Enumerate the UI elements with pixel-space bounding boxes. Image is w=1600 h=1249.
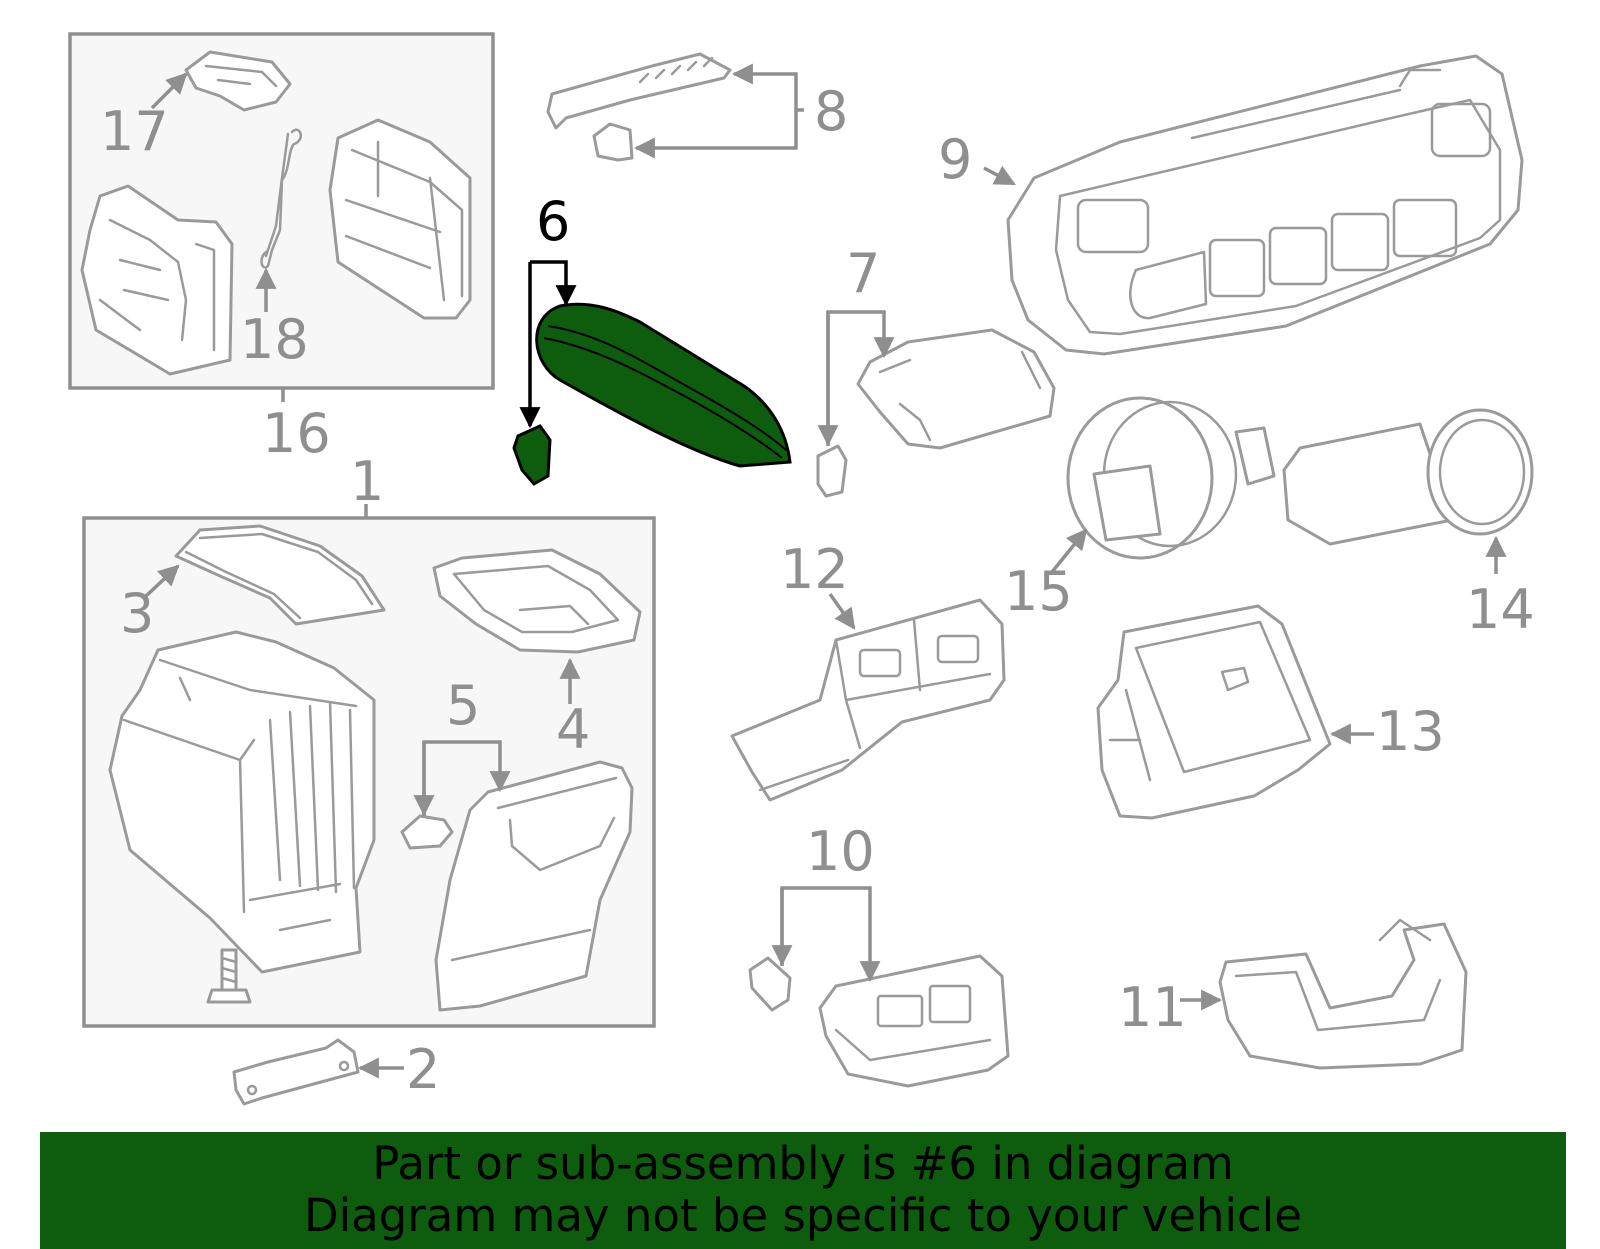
part-6-armrest[interactable] [535,302,792,468]
part-8-rail[interactable] [546,52,732,130]
part-10-clip[interactable] [748,956,792,1012]
housing-right[interactable] [328,118,472,320]
leader-12 [828,592,856,630]
leader-9 [983,165,1016,186]
part-17-bracket[interactable] [184,50,292,112]
callout-13: 13 [1376,700,1445,763]
part-11-trim[interactable] [1218,918,1468,1070]
part-10-switch-panel[interactable] [818,954,1010,1088]
callout-2: 2 [406,1038,440,1101]
callout-17: 17 [100,100,169,163]
callout-8: 8 [814,80,848,143]
callout-9: 9 [938,128,972,191]
part-12-usb-module[interactable] [730,598,1006,802]
part-1-console-body[interactable] [108,630,376,974]
part-13-charger[interactable] [1096,604,1332,820]
callout-5: 5 [446,674,480,737]
callout-10: 10 [806,820,875,883]
leader-8 [731,63,804,112]
leader-6a [530,260,577,307]
callout-6: 6 [536,190,570,253]
part-7-cover[interactable] [856,328,1056,450]
part-15-outlet[interactable] [1066,396,1276,560]
callout-4: 4 [556,698,590,761]
module-left[interactable] [80,184,234,376]
part-14-socket[interactable] [1282,408,1534,546]
leader-10 [780,886,881,983]
part-8-clip[interactable] [592,122,634,162]
part-5-panel[interactable] [434,760,634,1012]
leader-17 [150,72,188,110]
part-3-lid[interactable] [174,524,386,626]
callout-12: 12 [780,538,849,601]
leader-15 [1050,528,1088,574]
callout-7: 7 [846,242,880,305]
leader-3 [144,564,180,598]
part-4-tray[interactable] [432,548,642,654]
part-6-clip[interactable] [512,424,552,486]
callout-1: 1 [350,450,384,513]
callout-18: 18 [240,308,309,371]
bolt[interactable] [206,948,252,1004]
banner-line-1: Part or sub-assembly is #6 in diagram [372,1137,1234,1190]
part-2-bracket[interactable] [232,1038,360,1106]
callout-11: 11 [1118,976,1187,1039]
callout-15: 15 [1004,560,1073,623]
part-9-control-panel[interactable] [1006,54,1524,356]
part-7-clip[interactable] [816,444,848,498]
banner-line-2: Diagram may not be specific to your vehi… [304,1189,1302,1242]
info-banner: Part or sub-assembly is #6 in diagram Di… [40,1132,1566,1249]
part-18-wire[interactable] [260,128,302,269]
callout-14: 14 [1466,578,1535,641]
callout-16: 16 [262,402,331,465]
